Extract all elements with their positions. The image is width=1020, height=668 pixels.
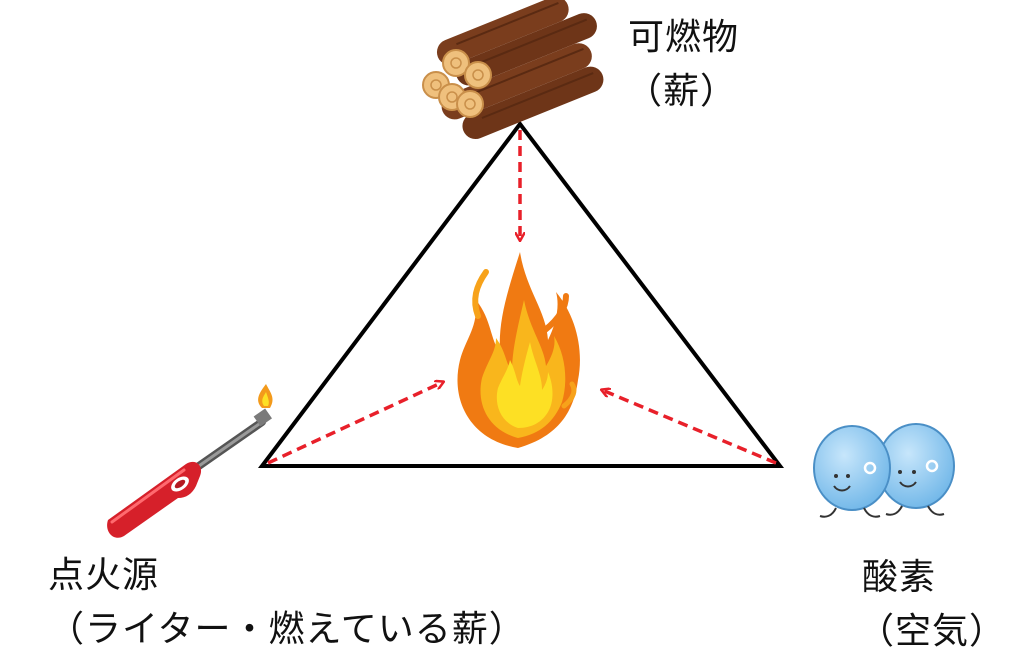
fire-triangle (257, 120, 785, 468)
lighter-icon (107, 384, 273, 538)
oxygen-molecule-icon (813, 423, 955, 518)
fuel-label: 可燃物 (628, 17, 740, 58)
firewood-icon (422, 0, 604, 140)
oxygen-sublabel: （空気） (858, 611, 1007, 652)
fuel-sublabel: （薪） (626, 71, 738, 112)
ignition-sublabel: （ライター・燃えている薪） (48, 609, 526, 650)
oxygen-label: 酸素 (862, 557, 937, 598)
ignition-label: 点火源 (48, 555, 160, 596)
arrow-ignition-to-fire (267, 382, 443, 465)
fire-icon (457, 252, 580, 448)
